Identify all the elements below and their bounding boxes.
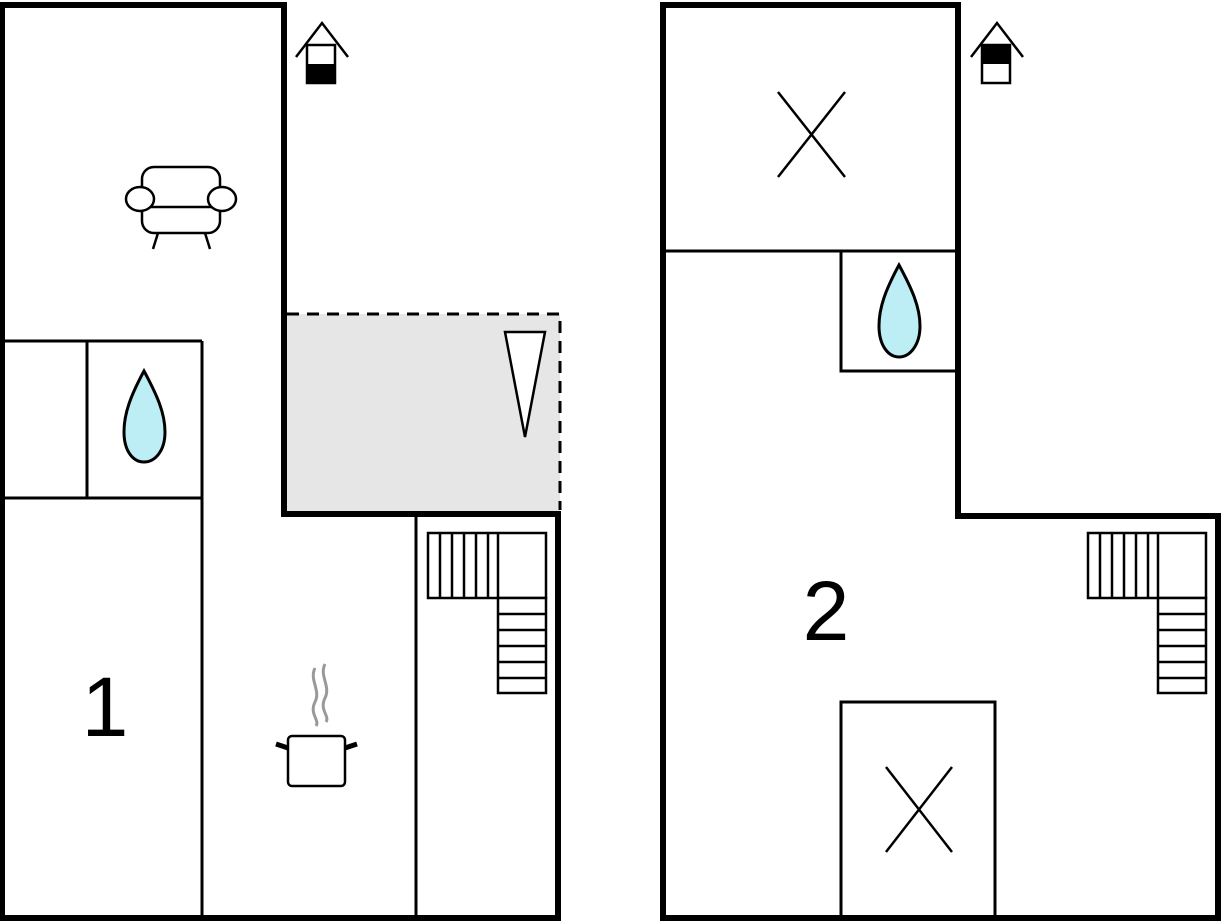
staircase-icon bbox=[1086, 531, 1208, 695]
entrance-icon bbox=[295, 20, 349, 85]
terrace-dashed-edge bbox=[287, 312, 562, 510]
floor-1: 1 bbox=[0, 2, 562, 921]
water-drop-icon bbox=[877, 261, 922, 359]
terrace-marker-icon bbox=[503, 330, 547, 438]
floor-2-outer-wall bbox=[660, 2, 1221, 921]
floor-2: 2 bbox=[660, 2, 1221, 921]
floor-1-label: 1 bbox=[82, 660, 129, 754]
floor-1-inner-walls bbox=[2, 339, 418, 918]
floor-2-label: 2 bbox=[803, 564, 850, 658]
water-drop-icon bbox=[122, 367, 167, 464]
floor-2-inner-walls bbox=[663, 249, 997, 918]
cooking-pot-icon bbox=[275, 663, 358, 788]
sofa-icon bbox=[124, 165, 238, 250]
bed-cross-icon bbox=[885, 766, 953, 853]
staircase-icon bbox=[426, 531, 548, 695]
entrance-icon bbox=[970, 20, 1024, 85]
floor-1-outer-wall bbox=[0, 2, 561, 921]
bed-cross-icon bbox=[777, 91, 846, 178]
